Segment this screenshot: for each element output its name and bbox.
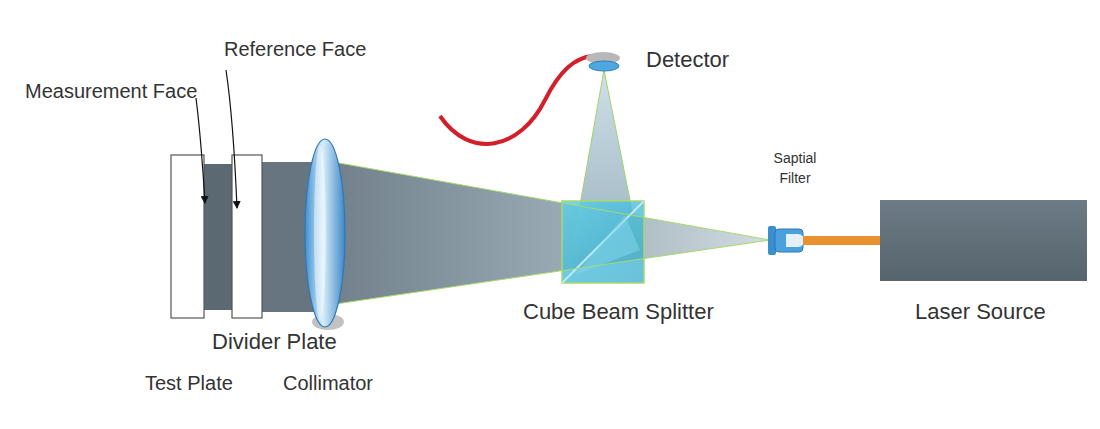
- laser-source-label: Laser Source: [915, 300, 1046, 324]
- measurement-face-label: Measurement Face: [25, 80, 197, 102]
- divider-plate-label: Divider Plate: [212, 330, 337, 354]
- detector-label: Detector: [646, 48, 729, 72]
- test-plate-label: Test Plate: [145, 372, 233, 394]
- detector-sensor: [589, 61, 619, 71]
- beam-edge: [322, 160, 770, 240]
- spatial-filter-window: [786, 234, 805, 247]
- spatial-filter-label: Saptial Filter: [765, 148, 825, 189]
- splitter-reflection: [575, 215, 640, 275]
- collimator-lens: [305, 139, 345, 327]
- reference-face-label: Reference Face: [224, 38, 366, 60]
- detector-cable: [440, 56, 592, 144]
- splitter-diagonal: [562, 201, 644, 283]
- beam-splitter-label: Cube Beam Splitter: [523, 300, 714, 324]
- test-plate: [171, 155, 204, 318]
- reference-face-arrow: [226, 70, 237, 208]
- diverging-beam: [322, 160, 770, 306]
- lens-highlight: [314, 145, 326, 321]
- collimator-label: Collimator: [283, 372, 373, 394]
- laser-source: [880, 200, 1087, 281]
- measurement-face-arrow: [196, 98, 205, 203]
- laser-beam: [803, 236, 881, 245]
- divider-plate: [232, 155, 262, 318]
- beam-edge: [322, 240, 770, 306]
- beam-splitter-cube: [562, 201, 644, 283]
